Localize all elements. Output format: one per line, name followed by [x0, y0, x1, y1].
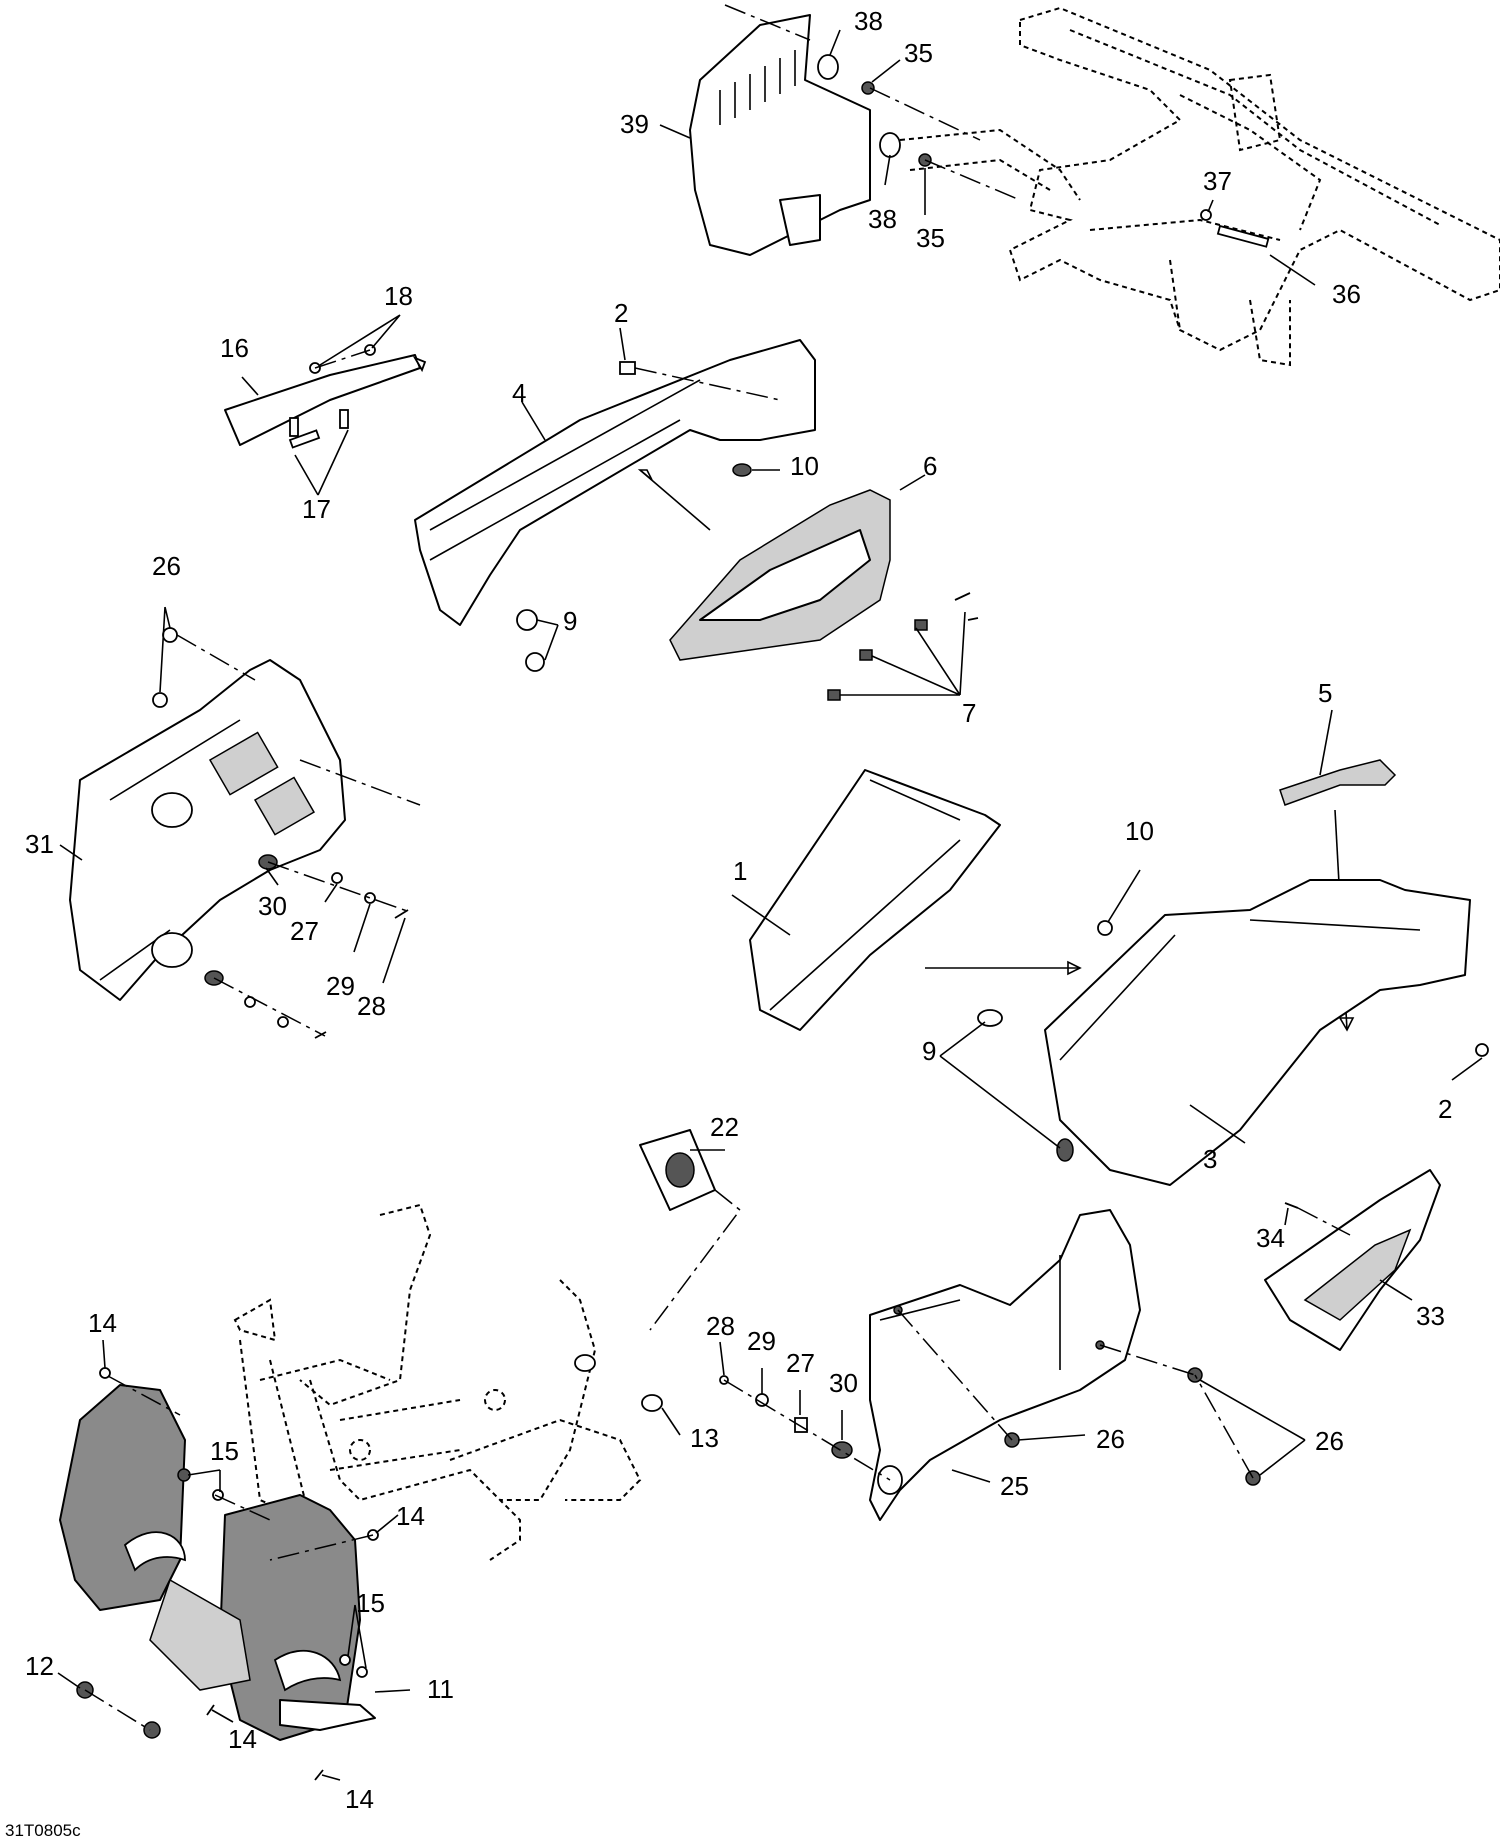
- callout-7: 7: [962, 698, 976, 728]
- callout-31: 31: [25, 829, 54, 859]
- callout-30-right: 30: [829, 1368, 858, 1398]
- reference-code: 31T0805c: [5, 1821, 81, 1840]
- part-22-grommet: [639, 1129, 742, 1331]
- callout-37: 37: [1203, 166, 1232, 196]
- callout-labels: 38 35 39 38 35 37 36 18 16 17 2 4 10 6 9…: [25, 6, 1452, 1814]
- callout-35-bottom: 35: [916, 223, 945, 253]
- hardware-12-14-15: [76, 1367, 379, 1781]
- callout-22: 22: [710, 1112, 739, 1142]
- part-6-insert: [637, 469, 891, 661]
- callout-39: 39: [620, 109, 649, 139]
- callout-33: 33: [1416, 1301, 1445, 1331]
- leader-lines: [57, 29, 1483, 1781]
- callout-10-right: 10: [1125, 816, 1154, 846]
- hardware-13: [574, 1354, 663, 1412]
- callout-29-right: 29: [747, 1326, 776, 1356]
- callout-14-bottom: 14: [345, 1784, 374, 1814]
- callout-28-left: 28: [357, 991, 386, 1021]
- hardware-30-27-29-28-left: [204, 854, 411, 1039]
- callout-13: 13: [690, 1423, 719, 1453]
- callout-14-lower-left: 14: [228, 1724, 257, 1754]
- callout-6: 6: [923, 451, 937, 481]
- callout-15-lower: 15: [356, 1588, 385, 1618]
- part-39-housing: [689, 14, 871, 256]
- callout-10-upper: 10: [790, 451, 819, 481]
- callout-29-left: 29: [326, 971, 355, 1001]
- callout-14-middle: 14: [396, 1501, 425, 1531]
- callout-25: 25: [1000, 1471, 1029, 1501]
- callout-30-left: 30: [258, 891, 287, 921]
- callout-26-right: 26: [1315, 1426, 1344, 1456]
- callout-34: 34: [1256, 1223, 1285, 1253]
- callout-2-upper: 2: [614, 298, 628, 328]
- rear-frame-outline: [899, 6, 1500, 367]
- hardware-7: [827, 592, 979, 701]
- callout-4: 4: [512, 378, 526, 408]
- hardware-28-29-27-30-26-right: [719, 1309, 1261, 1486]
- part-3-panel: [977, 879, 1489, 1186]
- callout-17: 17: [302, 494, 331, 524]
- part-31-block: [69, 627, 421, 1001]
- callout-27-right: 27: [786, 1348, 815, 1378]
- callout-12: 12: [25, 1651, 54, 1681]
- callout-35-top: 35: [904, 38, 933, 68]
- callout-16: 16: [220, 333, 249, 363]
- callout-9-upper: 9: [563, 606, 577, 636]
- callout-15-upper: 15: [210, 1436, 239, 1466]
- part-11-bumper: [59, 1384, 376, 1741]
- callout-18: 18: [384, 281, 413, 311]
- callout-1: 1: [733, 856, 747, 886]
- callout-2-right: 2: [1438, 1094, 1452, 1124]
- hardware-38-35-top: [724, 4, 1270, 248]
- callout-11: 11: [427, 1674, 454, 1704]
- callout-5: 5: [1318, 678, 1332, 708]
- part-1-panel: [749, 769, 1082, 1031]
- callout-28-right: 28: [706, 1311, 735, 1341]
- callout-26-left: 26: [152, 551, 181, 581]
- callout-26-middle: 26: [1096, 1424, 1125, 1454]
- callout-14-top: 14: [88, 1308, 117, 1338]
- callout-38-top: 38: [854, 6, 883, 36]
- callout-9-right: 9: [922, 1036, 936, 1066]
- part-16-trim: [224, 344, 427, 449]
- part-33-grille: [1264, 1169, 1441, 1351]
- callout-27-left: 27: [290, 916, 319, 946]
- callout-36: 36: [1332, 279, 1361, 309]
- callout-3: 3: [1203, 1144, 1217, 1174]
- callout-38-bottom: 38: [868, 204, 897, 234]
- part-4-panel: [414, 339, 816, 672]
- front-frame-outline: [233, 1203, 642, 1561]
